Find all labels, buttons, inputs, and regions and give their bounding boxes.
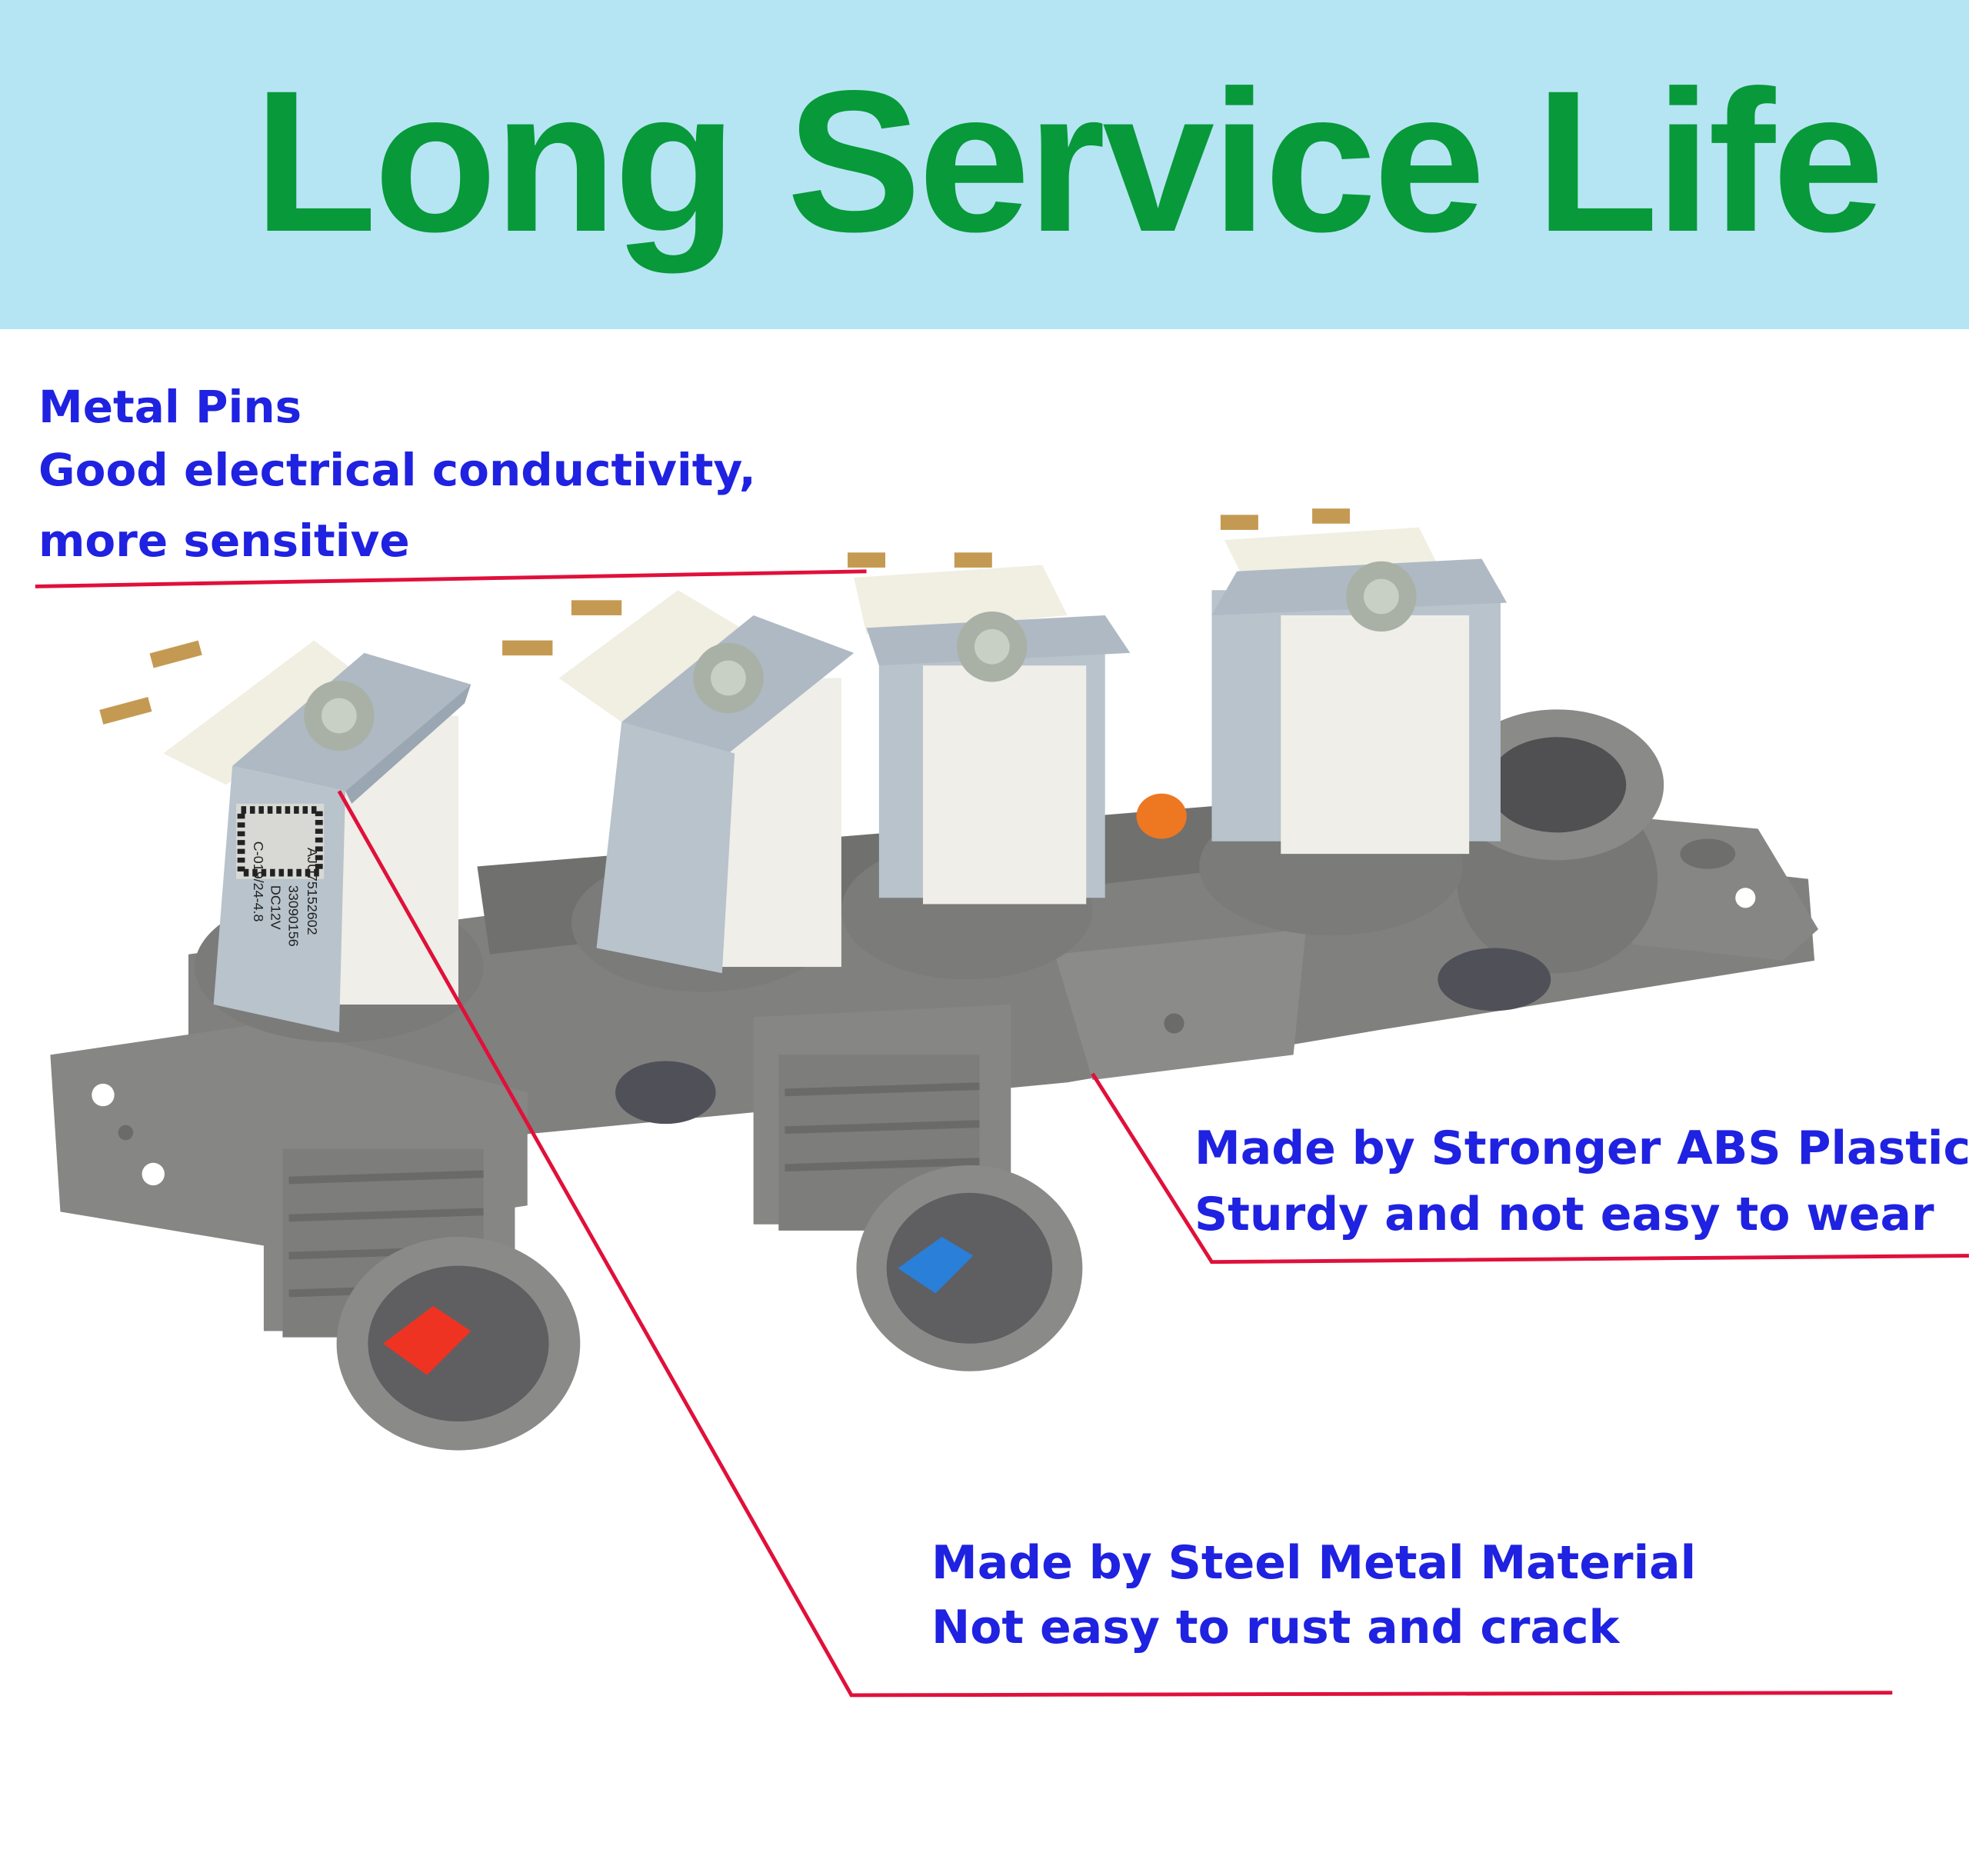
solenoid-1: AJU75152602 33090156 DC12V C-019/24-4.8 bbox=[99, 640, 471, 1032]
label-part: AJU75152602 bbox=[305, 848, 320, 935]
callout-steel-metal: Made by Steel Metal Material Not easy to… bbox=[931, 1531, 1696, 1660]
callout-title: Made by Steel Metal Material bbox=[931, 1536, 1697, 1590]
label-serial: 33090156 bbox=[286, 885, 302, 947]
callout-title: Metal Pins bbox=[38, 381, 302, 433]
cold-water-outlet bbox=[753, 1005, 1083, 1371]
solenoid-3 bbox=[848, 552, 1131, 905]
callout-metal-pins: Metal Pins Good electrical conductivity,… bbox=[38, 375, 756, 572]
callout-text: more sensitive bbox=[38, 515, 410, 567]
callout-text: Good electrical conductivity, bbox=[38, 444, 756, 496]
callout-abs-plastic: Made by Stronger ABS Plastic Sturdy and … bbox=[1194, 1115, 1969, 1248]
steel-leader-line bbox=[337, 790, 1893, 1698]
pins-leader-line bbox=[35, 569, 867, 588]
callout-text: Not easy to rust and crack bbox=[931, 1601, 1620, 1654]
callout-text: Sturdy and not easy to wear bbox=[1194, 1188, 1934, 1241]
hot-water-outlet bbox=[263, 1092, 581, 1451]
callout-title: Made by Stronger ABS Plastic bbox=[1194, 1121, 1969, 1175]
solenoid-2 bbox=[502, 590, 855, 974]
plastic-leader-line bbox=[1091, 1072, 1969, 1265]
label-code: C-019/24-4.8 bbox=[251, 841, 266, 922]
hose-cap bbox=[1438, 709, 1664, 1011]
solenoid-4 bbox=[1211, 508, 1508, 855]
right-mounting-plate bbox=[1620, 816, 1818, 961]
label-voltage: DC12V bbox=[268, 885, 284, 930]
header-banner bbox=[0, 0, 1969, 329]
